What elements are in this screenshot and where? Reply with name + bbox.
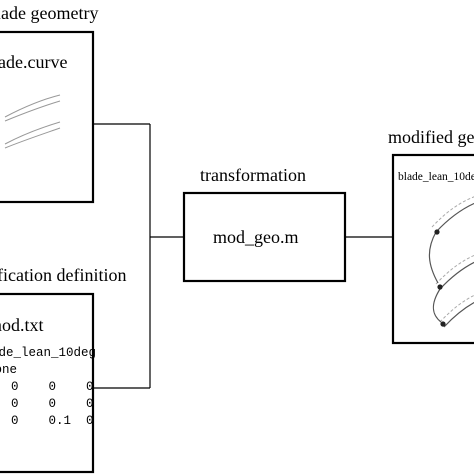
modified-geometry-box [391, 153, 474, 345]
blade-sketch-icon [4, 94, 61, 149]
leading-edge-marker [437, 284, 443, 290]
modified-blade-sketch-icon [428, 196, 474, 328]
blade-geometry-file: blade.curve [0, 52, 67, 72]
modification-definition-label: modification definition [0, 265, 126, 285]
mod-line-1: blade_lean_10deg [0, 346, 96, 360]
modification-definition-file: mod.txt [0, 315, 44, 335]
transformation-block: transformation mod_geo.m [182, 165, 347, 283]
modified-geometry-label: modified geometry [388, 127, 474, 147]
modification-definition-block: modification definition mod.txt blade_le… [0, 265, 126, 474]
transformation-box [182, 191, 347, 283]
transformation-label: transformation [200, 165, 306, 185]
mod-line-5: 0 0.1 0 [11, 414, 94, 428]
mod-line-2: none [0, 363, 17, 377]
connectors [93, 123, 393, 389]
modification-definition-box [0, 292, 95, 474]
blade-geometry-block: blade geometry blade.curve [0, 3, 98, 204]
mod-line-4: 0 0 0 [11, 397, 94, 411]
blade-geometry-label: blade geometry [0, 3, 98, 23]
mod-line-3: 0 0 0 [11, 380, 94, 394]
transformation-file: mod_geo.m [213, 227, 299, 247]
leading-edge-marker [440, 321, 446, 327]
modified-geometry-block: modified geometry blade_lean_10deg.curve [388, 127, 474, 345]
leading-edge-marker [434, 229, 440, 235]
modified-geometry-file: blade_lean_10deg.curve [398, 171, 474, 183]
